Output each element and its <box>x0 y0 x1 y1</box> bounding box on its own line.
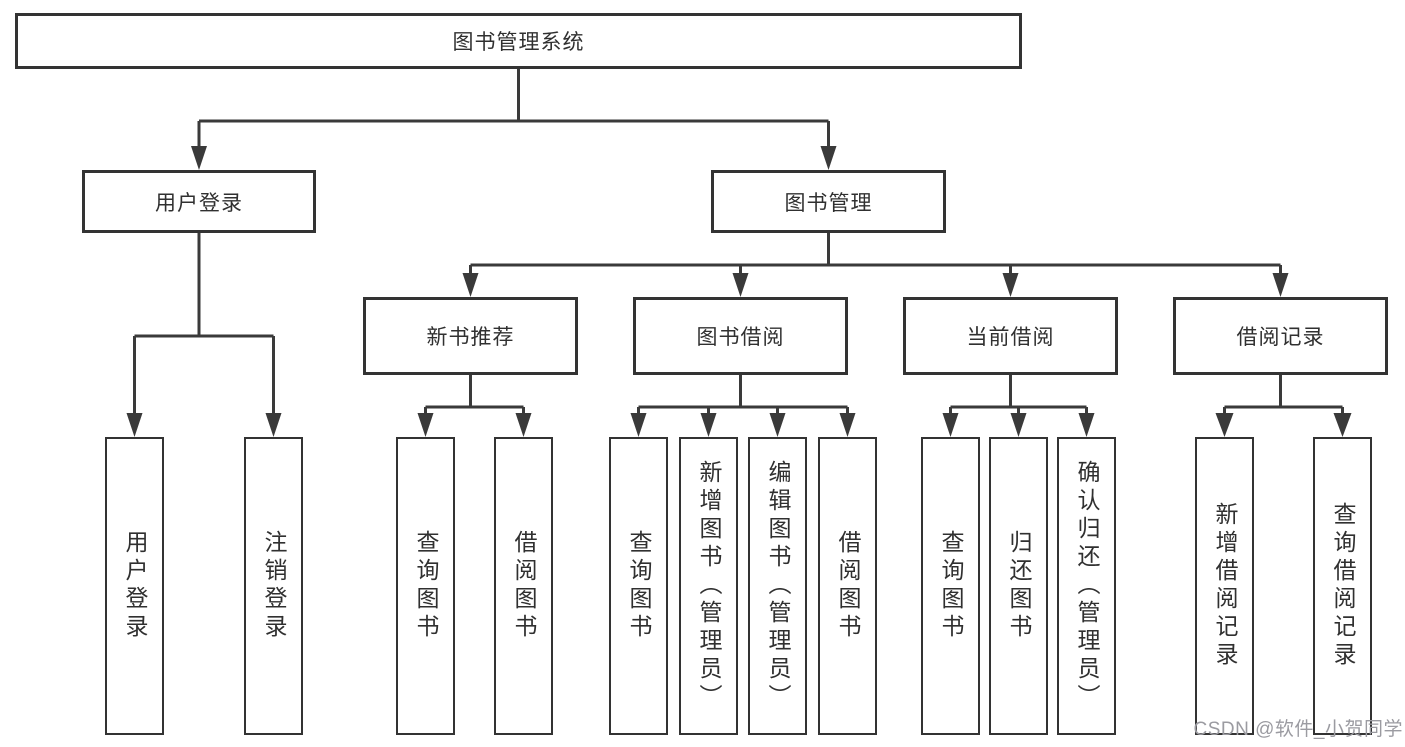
node-book-management: 图书管理 <box>711 170 946 233</box>
arrow-down-icon <box>942 413 959 437</box>
node-current-borrow: 当前借阅 <box>903 297 1118 375</box>
arrow-down-icon <box>1215 413 1234 437</box>
arrow-down-icon <box>462 273 479 297</box>
connector-group-d <box>1223 375 1344 414</box>
leaf-add-book-admin: 新增图书（管理员） <box>679 437 738 735</box>
arrow-down-icon <box>126 413 143 437</box>
arrow-down-icon <box>630 413 647 437</box>
node-user-login: 用户登录 <box>82 170 316 233</box>
arrow-down-icon <box>820 146 837 170</box>
csdn-watermark: CSDN @软件_小贺同学 <box>1193 719 1403 740</box>
node-root: 图书管理系统 <box>15 13 1022 69</box>
leaf-query-book-recommend: 查询图书 <box>396 437 455 735</box>
arrow-down-icon <box>1272 273 1289 297</box>
connector-group-b <box>637 375 849 414</box>
leaf-add-borrow-record: 新增借阅记录 <box>1195 437 1254 735</box>
leaf-query-book-current: 查询图书 <box>921 437 980 735</box>
arrow-down-icon <box>417 413 434 437</box>
arrow-down-icon <box>769 413 786 437</box>
leaf-query-book-borrow: 查询图书 <box>609 437 668 735</box>
connector-group-c <box>949 375 1088 414</box>
connector-management <box>469 233 1282 274</box>
arrow-down-icon <box>732 273 749 297</box>
leaf-borrow-book: 借阅图书 <box>818 437 877 735</box>
arrow-down-icon <box>700 413 717 437</box>
leaf-user-login: 用户登录 <box>105 437 164 735</box>
leaf-return-book: 归还图书 <box>989 437 1048 735</box>
arrow-down-icon <box>1002 273 1019 297</box>
node-new-book-recommend: 新书推荐 <box>363 297 578 375</box>
arrow-down-icon <box>1010 413 1027 437</box>
arrow-down-icon <box>191 146 207 170</box>
arrow-down-icon <box>1078 413 1095 437</box>
node-book-borrow: 图书借阅 <box>633 297 848 375</box>
arrow-down-icon <box>1333 413 1352 437</box>
arrow-down-icon <box>839 413 856 437</box>
connector-root <box>197 69 830 147</box>
leaf-edit-book-admin: 编辑图书（管理员） <box>748 437 807 735</box>
arrow-down-icon <box>265 413 282 437</box>
leaf-borrow-book-recommend: 借阅图书 <box>494 437 553 735</box>
node-borrow-records: 借阅记录 <box>1173 297 1388 375</box>
connector-login <box>133 233 275 414</box>
arrow-down-icon <box>515 413 532 437</box>
leaf-confirm-return-admin: 确认归还（管理员） <box>1057 437 1116 735</box>
connector-group-a <box>424 375 525 414</box>
leaf-query-borrow-record: 查询借阅记录 <box>1313 437 1372 735</box>
leaf-logout: 注销登录 <box>244 437 303 735</box>
